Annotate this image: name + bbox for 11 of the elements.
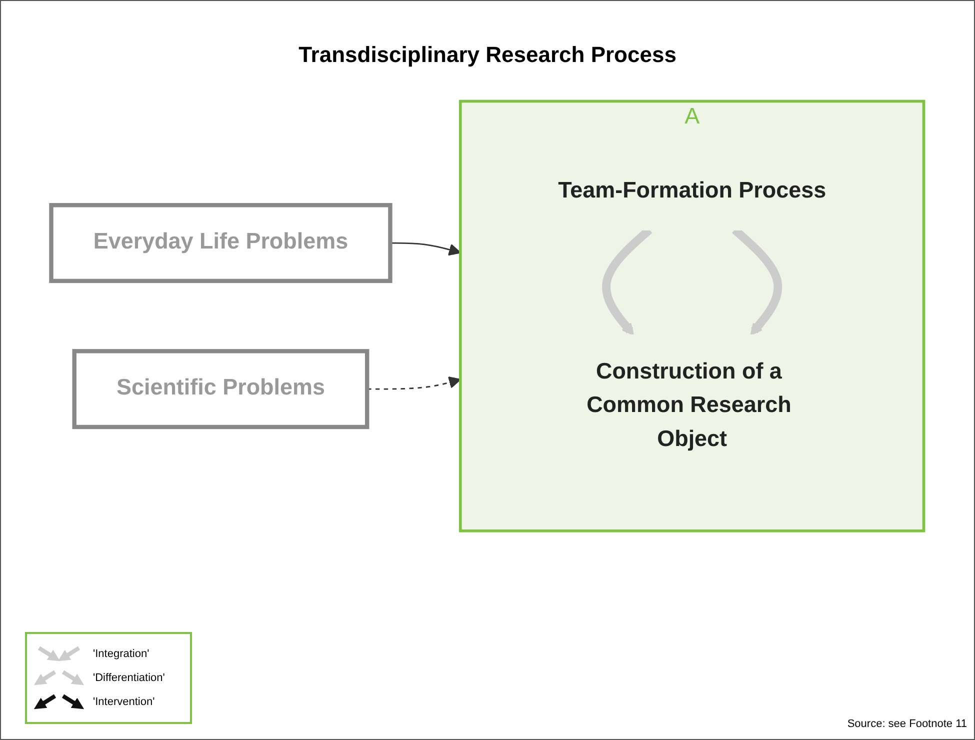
arrow bbox=[390, 242, 461, 256]
node-text: Construction of a Common Research Object bbox=[586, 360, 792, 452]
legend-label: 'Integration' bbox=[93, 648, 150, 660]
legend-label: 'Intervention' bbox=[93, 696, 155, 708]
node-box: Everyday Life Problems bbox=[49, 203, 392, 284]
source-note: Source: see Footnote 11 bbox=[847, 718, 967, 730]
legend-label: 'Differentiation' bbox=[93, 672, 165, 684]
node-box: Scientific Problems bbox=[72, 349, 370, 430]
arrow bbox=[367, 376, 461, 390]
diagram-title: Transdisciplinary Research Process bbox=[298, 42, 678, 68]
node-text: Team-Formation Process bbox=[558, 179, 826, 204]
